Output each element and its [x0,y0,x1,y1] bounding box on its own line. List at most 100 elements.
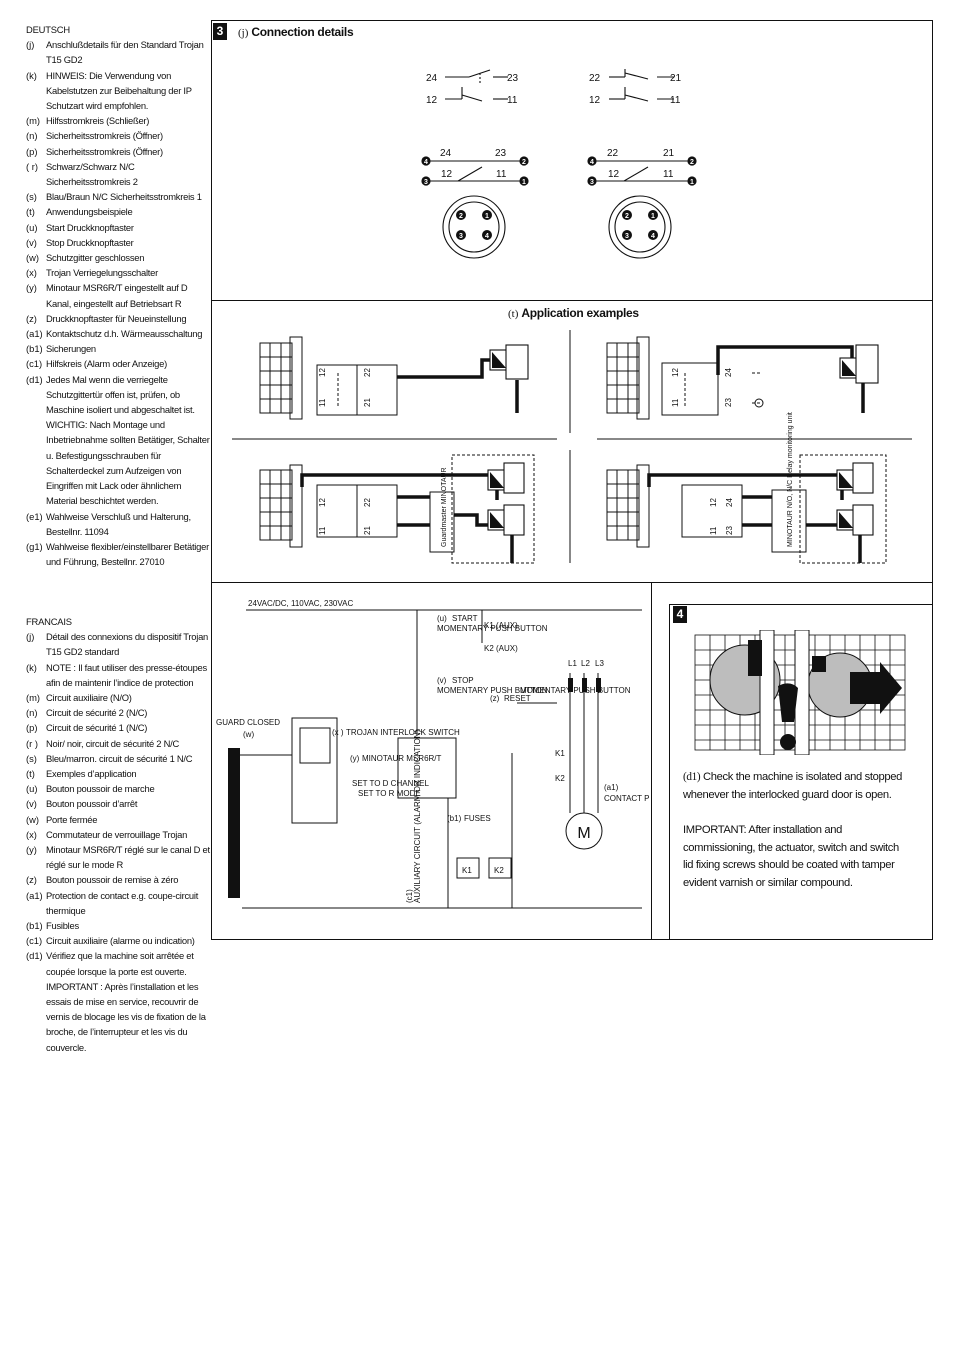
contact-protection-label: CONTACT PROTECTION E.G. THERMAL CUT OUT [604,794,650,803]
contact-label: 22 [607,148,619,159]
legend-item-text: Hilfskreis (Alarm oder Anzeige) [46,358,167,370]
pin-number: 3 [625,233,629,240]
svg-text:11: 11 [709,526,718,535]
legend-item: (j)Anschlußdetails für den Standard Troj… [26,37,212,67]
guard-door-illustration [694,630,906,755]
connection-details-title: (j)Connection details [238,25,354,39]
legend-item-code: (m) [26,692,41,704]
pin-number: 1 [651,213,655,220]
legend-item: (p)Sicherheitsstromkreis (Öffner) [26,144,212,159]
legend-item-code: (s) [26,752,37,764]
k1-aux-label: K1 (AUX) [484,621,518,630]
contact-protection-code: (a1) [604,783,619,792]
aux-circuit-code: (c1) [405,889,414,903]
contact-label: 12 [441,169,453,180]
contact-label: 24 [440,148,452,159]
d1-code: (d1) [683,771,701,783]
pin-number: 1 [690,179,694,186]
section-3-panel [211,20,933,584]
legend-item-text: Jedes Mal wenn die verriegelte Schutzgit… [46,373,210,507]
legend-item: (y) Minotaur MSR6R/T eingestellt auf D Ka… [26,280,212,310]
legend-item-text: Kontaktschutz d.h. Wärmeausschaltung [46,328,203,340]
l1-label: L1 [568,659,577,668]
legend-item-text: Sicherungen [46,343,96,355]
legend-item-text: Schwarz/Schwarz N/C Sicherheitsstromkrei… [46,160,138,188]
l2-label: L2 [581,659,590,668]
legend-item: (z)Druckknopftaster für Neueinstellung [26,311,212,326]
legend-item-text: Vérifiez que la machine soit arrêtée et … [46,950,206,1053]
legend-item: (k)HINWEIS: Die Verwendung von Kabelstut… [26,68,212,114]
legend-item-code: (n) [26,130,38,142]
contact-label: 11 [496,169,507,180]
legend-item-text: Minotaur MSR6R/T eingestellt auf D Kanal… [46,282,188,309]
legend-item-code: (r ) [26,737,38,749]
legend-item-text: Noir/ noir, circuit de sécurité 2 N/C [46,737,179,749]
legend-item-code: (b1) [26,920,43,932]
aux-circuit-label: AUXILIARY CIRCUIT (ALARM OR INDICATION) [413,729,422,903]
k2-coil-label: K2 [494,866,504,875]
legend-item-code: (x) [26,267,37,279]
contact-label: 11 [507,95,518,106]
legend-item: (d1)Vérifiez que la machine soit arrêtée… [26,948,212,1054]
legend-german-heading: DEUTSCH [26,24,70,35]
legend-item: (v)Bouton poussoir d’arrêt [26,796,212,811]
contact-label: 22 [589,73,601,84]
fuses-code: (b1) [447,814,462,823]
legend-item-code: (z) [26,312,37,324]
legend-item: (u)Start Druckknopftaster [26,220,212,235]
d1-body: Check the machine is isolated and stoppe… [683,771,902,801]
legend-item-code: (d1) [26,950,43,962]
svg-text:23: 23 [725,526,734,535]
wiring-diagram: 24VAC/DC, 110VAC, 230VAC GUARD CLOSED (w… [216,599,650,909]
legend-item-code: (v) [26,798,37,810]
legend-item-code: (x) [26,828,37,840]
svg-text:11: 11 [318,526,327,535]
legend-item-text: Bleu/marron. circuit de sécurité 1 N/C [46,752,193,764]
start-label: START [452,614,478,623]
legend-item: (t)Anwendungsbeispiele [26,204,212,219]
legend-item-text: Protection de contact e.g. coupe-circuit… [46,889,199,916]
legend-item: (c1)Circuit auxiliaire (alarme ou indica… [26,933,212,948]
guardmaster-label: Guardmaster MINOTAUR [441,467,448,547]
legend-item: (c1)Hilfskreis (Alarm oder Anzeige) [26,356,212,371]
stop-subtext: MOMENTARY PUSH BUTTON [437,686,548,695]
k1-coil-label: K1 [462,866,472,875]
pin-number: 2 [625,213,629,220]
legend-item-code: (w) [26,252,40,264]
section-3-badge: 3 [213,23,227,40]
guard-closed-code: (w) [243,730,254,739]
legend-item-code: (y) [26,282,37,294]
legend-item: (n)Circuit de sécurité 2 (N/C) [26,705,212,720]
legend-item-code: (c1) [26,358,43,370]
relay-unit-label: MINOTAUR N/O, N/C Relay monitoring unit [787,412,794,547]
reset-subtext: MOMENTARY PUSH BUTTON [520,686,631,695]
k2-aux-label: K2 (AUX) [484,644,518,653]
connection-title-text: Connection details [251,25,354,39]
legend-item: (x)Trojan Verriegelungsschalter [26,265,212,280]
legend-item-code: (p) [26,722,38,734]
trojan-code: (x ) [332,728,344,737]
legend-item-code: (e1) [26,510,43,522]
section-divider [212,300,932,301]
legend-french-heading: FRANCAIS [26,616,72,627]
legend-item-text: Commutateur de verrouillage Trojan [46,828,188,840]
svg-text:23: 23 [724,398,733,407]
legend-item: (m)Circuit auxiliaire (N/O) [26,690,212,705]
svg-text:11: 11 [671,398,680,407]
legend-item: (w)Schutzgitter geschlossen [26,250,212,265]
legend-item-text: Circuit de sécurité 1 (N/C) [46,722,148,734]
legend-item-text: Fusibles [46,920,79,932]
legend-item-code: (w) [26,813,40,825]
connection-code: (j) [238,27,249,39]
svg-text:22: 22 [363,368,372,377]
motor-label: M [577,825,590,842]
start-subtext: MOMENTARY PUSH BUTTON [437,624,548,633]
contact-label: 24 [426,73,438,84]
legend-item-code: (k) [26,661,37,673]
legend-item-code: (c1) [26,935,43,947]
legend-german: DEUTSCH (j)Anschlußdetails für den Stand… [26,22,212,569]
set-d-channel: SET TO D CHANNEL [352,779,429,788]
legend-item-code: (y) [26,844,37,856]
legend-item: (m)Hilfsstromkreis (Schließer) [26,113,212,128]
legend-item-text: HINWEIS: Die Verwendung von Kabelstutzen… [46,69,192,112]
